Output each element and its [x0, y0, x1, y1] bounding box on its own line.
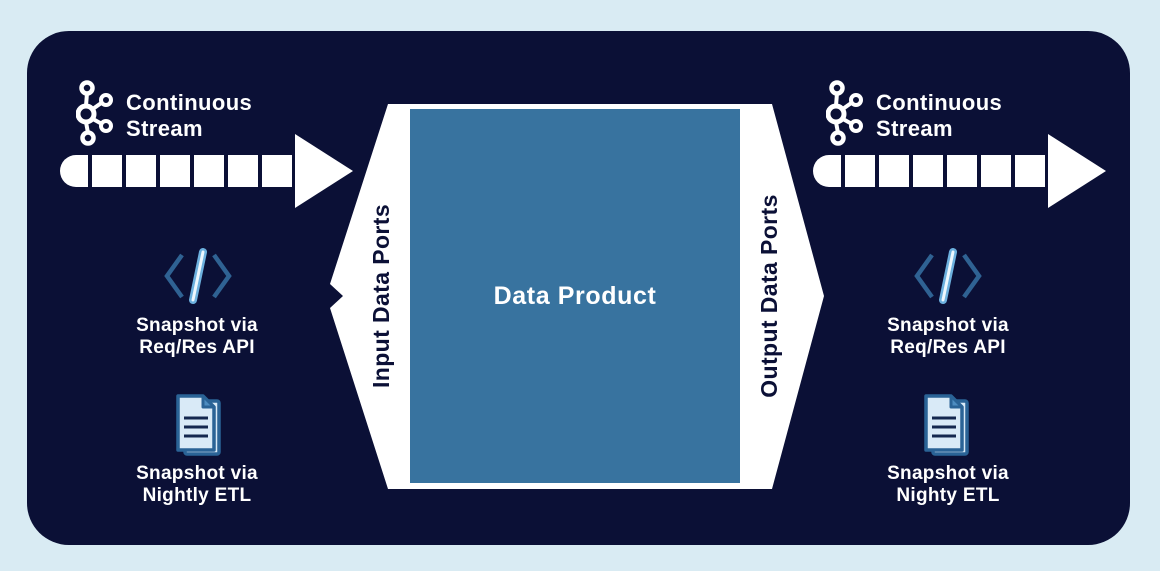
arrow-head — [295, 134, 353, 208]
arrow-segment — [160, 155, 190, 187]
input-data-ports-label: Input Data Ports — [367, 203, 394, 389]
document-icon — [176, 394, 221, 456]
arrow-segment — [92, 155, 122, 187]
arrow-segment — [262, 155, 292, 187]
document-icon — [924, 394, 969, 456]
output-data-ports-label: Output Data Ports — [755, 194, 782, 398]
arrow-head — [1048, 134, 1106, 208]
kafka-stream-icon — [76, 80, 113, 146]
arrow-cap — [813, 155, 841, 187]
arrow-segment — [879, 155, 909, 187]
right-snapshot-api-label: Snapshot via Req/Res API — [887, 315, 1009, 358]
left-continuous-stream-label: Continuous Stream — [126, 90, 253, 141]
right-snapshot-etl-label: Snapshot via Nighty ETL — [887, 463, 1009, 506]
code-brackets-icon — [914, 248, 982, 304]
data-product-label: Data Product — [493, 281, 657, 310]
arrow-segment — [845, 155, 875, 187]
arrow-segment — [947, 155, 977, 187]
left-segmented-arrow-icon — [60, 134, 353, 208]
arrow-segment — [1015, 155, 1045, 187]
right-continuous-stream-label: Continuous Stream — [876, 90, 1003, 141]
arrow-segment — [126, 155, 156, 187]
left-snapshot-api-label: Snapshot via Req/Res API — [136, 315, 258, 358]
arrow-segment — [194, 155, 224, 187]
code-brackets-icon — [164, 248, 232, 304]
data-product-box: Data Product — [410, 109, 740, 483]
left-snapshot-etl-label: Snapshot via Nightly ETL — [136, 463, 258, 506]
arrow-segment — [981, 155, 1011, 187]
arrow-cap — [60, 155, 88, 187]
right-segmented-arrow-icon — [813, 134, 1106, 208]
arrow-segment — [913, 155, 943, 187]
arrow-segment — [228, 155, 258, 187]
kafka-stream-icon — [826, 80, 863, 146]
